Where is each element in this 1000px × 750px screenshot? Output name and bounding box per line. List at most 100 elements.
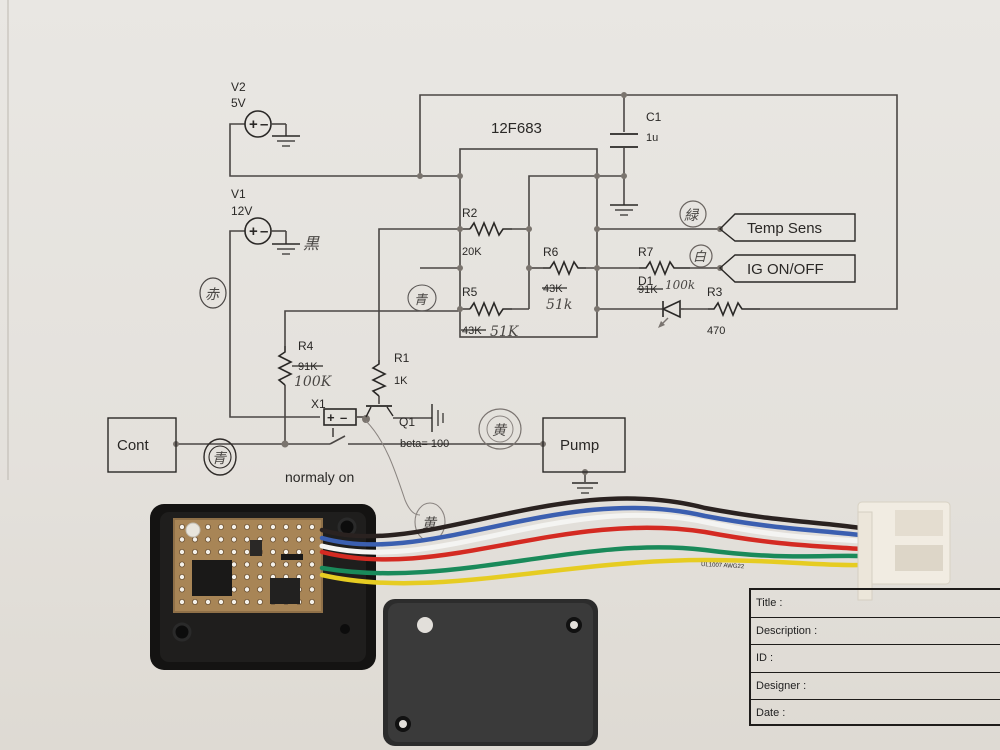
ic-label: 12F683 [491, 120, 542, 137]
pcb-hole [243, 549, 250, 556]
description-row: Description : [751, 618, 1000, 646]
resistor-r1: R1 1K [371, 351, 410, 397]
diode-component [281, 554, 303, 560]
pcb-hole [295, 536, 302, 543]
pcb-hole [230, 561, 237, 568]
r6-value: 43K [543, 283, 563, 295]
pcb-hole [282, 524, 289, 531]
pcb-hole [178, 599, 185, 606]
r5-ref: R5 [462, 285, 478, 299]
wire-print: UL1007 AWG22 [701, 562, 745, 570]
r1-ref: R1 [394, 351, 410, 365]
pcb-hole [217, 549, 224, 556]
v2-ref: V2 [231, 80, 246, 94]
enclosure-lid-photo [383, 599, 598, 746]
pcb-hole [308, 524, 315, 531]
harness-wire [319, 525, 863, 562]
v1-handwritten-note: 黒 [303, 234, 320, 253]
v1-ref: V1 [231, 187, 246, 201]
pump-wire-note: 黄 [492, 423, 508, 439]
pcb-hole [308, 549, 315, 556]
pcb-hole [178, 524, 185, 531]
harness-wire [319, 557, 863, 586]
pcb-hole [191, 549, 198, 556]
id-row: ID : [751, 645, 1000, 673]
title-row: Title : [751, 590, 1000, 618]
cont-label: Cont [117, 437, 150, 454]
pcb-hole [230, 536, 237, 543]
capacitor-c1: C1 1u [610, 110, 662, 216]
port-temp-sens: Temp Sens 緑 [679, 200, 856, 242]
pcb-hole [295, 549, 302, 556]
r3-ref: R3 [707, 285, 723, 299]
port-temp-sens-label: Temp Sens [747, 220, 822, 237]
v2-value: 5V [231, 96, 246, 110]
r3-value: 470 [707, 325, 725, 337]
pcb-hole [243, 586, 250, 593]
ig-wire-note: 白 [693, 250, 707, 265]
svg-text:–: – [340, 410, 347, 425]
c1-ref: C1 [646, 110, 662, 124]
pcb-hole [217, 599, 224, 606]
pcb-hole [243, 536, 250, 543]
cont-wire-note: 青 [212, 451, 228, 467]
resistor-r6: R6 43K 51k [542, 245, 586, 313]
port-ig-onoff: IG ON/OFF 白 [689, 244, 856, 283]
r5-value: 43K [462, 325, 482, 337]
svg-text:+: + [327, 410, 335, 425]
transistor-component [250, 540, 262, 556]
d1-ref: D1 [638, 274, 654, 288]
block-cont: Cont 青 [107, 417, 237, 476]
r5-new-value: 51K [490, 324, 520, 340]
c1-value: 1u [646, 132, 658, 144]
pcb-hole [178, 574, 185, 581]
port-ig-onoff-label: IG ON/OFF [747, 261, 824, 278]
pcb-hole [256, 586, 263, 593]
title-block: Title : Description : ID : Designer : Da… [749, 588, 1000, 726]
pcb-hole [243, 599, 250, 606]
pump-label: Pump [560, 437, 599, 454]
pcb-hole [243, 524, 250, 531]
pcb-hole [282, 536, 289, 543]
q1-param: beta= 100 [400, 438, 449, 450]
enclosure-base-photo [150, 504, 376, 670]
v1-value: 12V [231, 204, 252, 218]
pcb-hole [269, 524, 276, 531]
ground-icon [610, 204, 638, 216]
pcb-hole [178, 586, 185, 593]
resistor-r3: R3 470 [707, 285, 760, 337]
connector-housing-photo [857, 501, 951, 601]
pcb-hole [256, 524, 263, 531]
relay-x1: + – X1 normaly on [285, 397, 357, 485]
pcb-hole [230, 524, 237, 531]
harness-wire [319, 505, 863, 547]
relay-note: normaly on [285, 469, 354, 485]
ground-icon [272, 135, 300, 147]
pcb-hole [256, 574, 263, 581]
wires [176, 94, 898, 482]
harness-wire [319, 545, 863, 576]
pic-chip [192, 560, 232, 596]
r7-value: 91K [638, 284, 658, 296]
harness-wire [319, 496, 863, 539]
r5-wire-note: 青 [414, 293, 429, 308]
r7-new-value: 100k [665, 278, 695, 292]
pcb-hole [204, 599, 211, 606]
harness-wire [319, 512, 863, 555]
transistor-q1: Q1 beta= 100 [365, 404, 449, 450]
r2-value: 20K [462, 246, 482, 258]
resistor-r4: R4 91K 100K [277, 339, 333, 390]
junction-nodes [173, 92, 723, 475]
q1-ref: Q1 [399, 415, 415, 429]
pcb-hole [243, 574, 250, 581]
pcb-hole [269, 561, 276, 568]
pcb-board [173, 518, 323, 613]
date-row: Date : [756, 707, 786, 720]
temp-wire-note: 緑 [684, 208, 700, 224]
ground-icon [572, 482, 598, 494]
pcb-hole [256, 599, 263, 606]
svg-text:–: – [260, 223, 268, 240]
minus-sign: – [260, 116, 268, 133]
voltage-source-v1: + – V1 12V 黒 [231, 187, 320, 255]
